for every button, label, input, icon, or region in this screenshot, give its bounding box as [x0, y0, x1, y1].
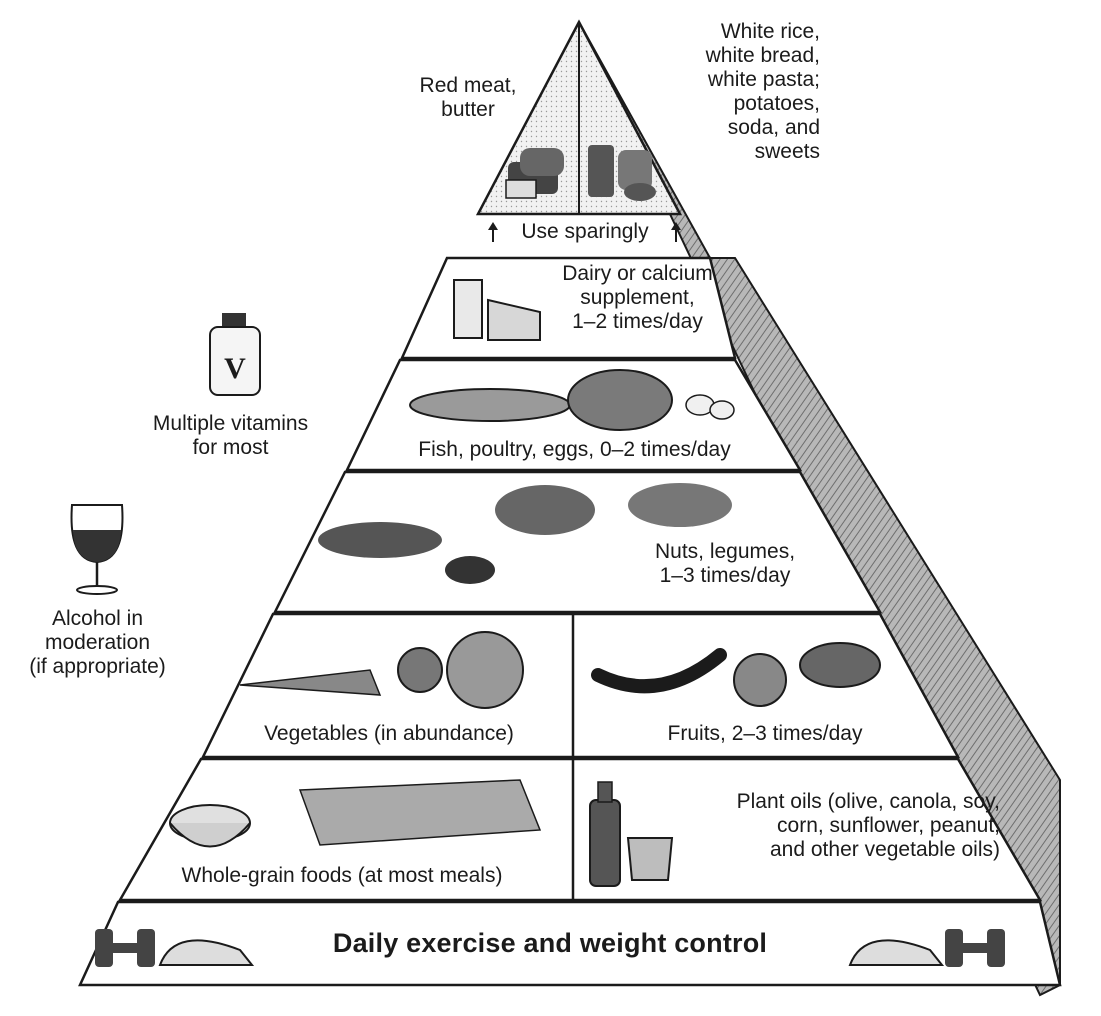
vegetables-icon — [239, 631, 524, 709]
protein-label: Fish, poultry, eggs, 0–2 times/day — [418, 438, 731, 461]
whole-grains-icon — [169, 779, 542, 848]
vitamin-bottle-icon: V — [209, 313, 261, 396]
right-dumbbell-sneaker-icon — [848, 929, 1005, 967]
left-dumbbell-sneaker-icon — [95, 929, 255, 967]
vegetables-label: Vegetables (in abundance) — [264, 722, 514, 745]
starches-sweets-icon — [588, 145, 656, 201]
alcohol-note: Alcohol in moderation (if appropriate) — [29, 607, 166, 678]
vitamins-note: Multiple vitamins for most — [152, 412, 309, 459]
up-arrow-icon — [488, 222, 498, 242]
starches-sweets-label: White rice, white bread, white pasta; po… — [705, 20, 820, 163]
base-exercise-label: Daily exercise and weight control — [332, 928, 768, 958]
plant-oils-label: Plant oils (olive, canola, soy, corn, su… — [736, 790, 1000, 861]
dairy-label: Dairy or calcium supplement, 1–2 times/d… — [562, 262, 713, 333]
red-meat-butter-label: Red meat, butter — [419, 74, 517, 121]
tier-dairy — [400, 256, 737, 360]
fish-poultry-eggs-icon — [409, 369, 735, 431]
whole-grain-label: Whole-grain foods (at most meals) — [181, 864, 503, 887]
milk-cheese-icon — [453, 279, 541, 341]
red-meat-butter-icon — [505, 148, 564, 199]
fruits-label: Fruits, 2–3 times/day — [667, 722, 863, 745]
plant-oils-icon — [589, 781, 674, 887]
nuts-legumes-icon — [318, 483, 732, 584]
up-arrow-icon — [671, 222, 681, 242]
tier-vegetables-fruits — [200, 612, 961, 759]
fruits-icon — [591, 642, 881, 707]
vitamin-bottle-letter: V — [224, 352, 246, 385]
pyramid-apex — [475, 19, 683, 216]
tier-base-exercise — [78, 900, 1062, 987]
use-sparingly-label: Use sparingly — [521, 220, 649, 243]
nuts-legumes-label: Nuts, legumes, 1–3 times/day — [654, 540, 796, 587]
wine-glass-icon — [70, 504, 124, 595]
